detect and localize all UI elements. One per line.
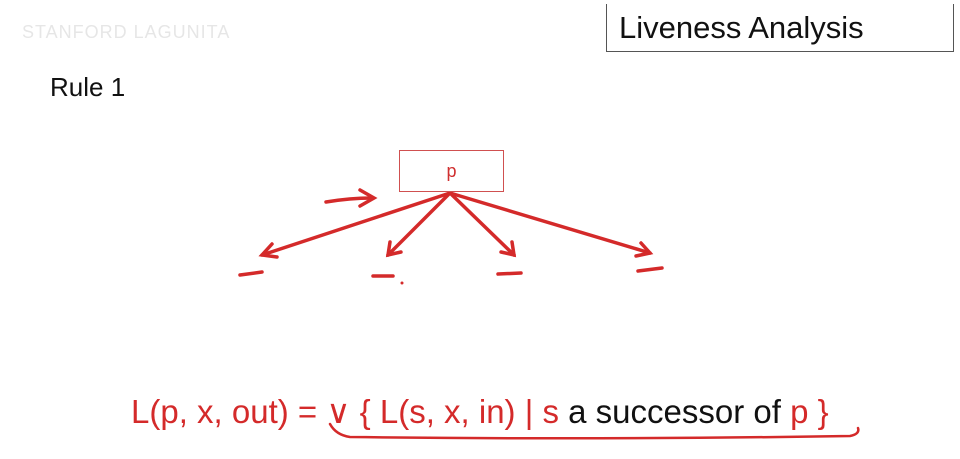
edge-2 — [386, 191, 452, 257]
equation-middle: a successor of — [558, 393, 791, 430]
successor-stub-3 — [496, 271, 523, 276]
edge-4-arrowhead — [634, 241, 654, 258]
incoming-arrowhead — [358, 188, 378, 208]
node-p: p — [399, 150, 504, 192]
equation-var-p: p — [790, 393, 809, 430]
successor-stub-1 — [238, 270, 264, 277]
edge-3-arrowhead — [499, 240, 517, 258]
equation-bar: | — [515, 393, 543, 430]
annotation-dot — [400, 281, 404, 285]
slide-title: Liveness Analysis — [606, 4, 954, 52]
edge-1-arrowhead — [258, 242, 279, 259]
edge-1 — [260, 191, 452, 257]
underline-annotation — [328, 422, 860, 440]
edge-3 — [448, 191, 516, 257]
node-p-label: p — [446, 161, 457, 181]
equation-close-brace: } — [808, 393, 829, 430]
liveness-equation: L(p, x, out) = ∨ { L(s, x, in) | s a suc… — [131, 392, 829, 432]
equation-var-s: s — [542, 393, 559, 430]
equation-lhs: L(p, x, out) = — [131, 393, 327, 430]
edge-2-arrowhead — [385, 240, 403, 258]
rule-label: Rule 1 — [50, 72, 126, 102]
watermark-logo: STANFORD LAGUNITA — [22, 22, 231, 42]
equation-join-symbol: ∨ — [326, 393, 351, 430]
successor-stub-4 — [636, 266, 664, 273]
incoming-arrow — [324, 196, 374, 204]
equation-open-brace: { — [350, 393, 380, 430]
edge-4 — [448, 191, 652, 255]
equation-inner: L(s, x, in) — [379, 393, 516, 430]
